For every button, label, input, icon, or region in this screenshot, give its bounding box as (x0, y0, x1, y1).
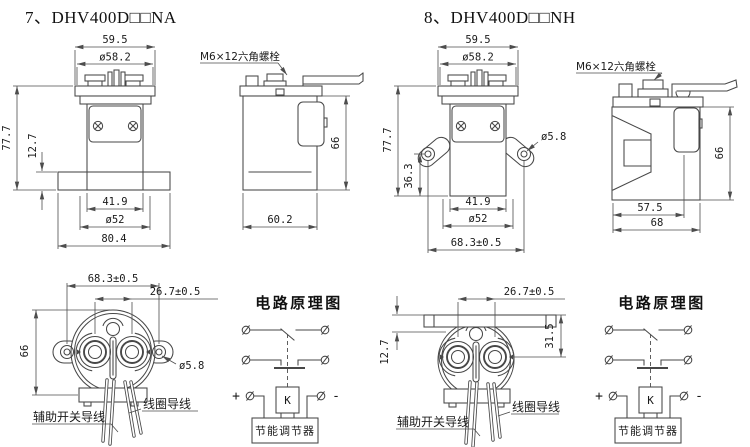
na-front-view: 59.5 ø58.2 77.7 12.7 41.9 ø52 80.4 (1, 34, 171, 249)
na-coil-wire-label: 线圈导线 (143, 397, 191, 411)
nh-terminal-mark-right (509, 354, 513, 360)
na-front-left-bolt (84, 74, 106, 82)
nh-plus-sign: + (595, 389, 603, 404)
na-dim-side-height: 66 (330, 137, 342, 150)
na-regulator-box (251, 417, 319, 444)
na-dim-hole-dia: ø5.8 (179, 360, 204, 372)
na-dim-terminal-pitch: 26.7±0.5 (150, 286, 201, 298)
nh-front-right-bolt (485, 74, 507, 82)
na-dim-side-width: 60.2 (267, 214, 292, 226)
na-front-flange (57, 171, 171, 191)
nh-side-aux-block (673, 107, 700, 153)
na-front-body (86, 103, 144, 191)
nh-front-screw-left (455, 120, 467, 132)
nh-front-left-bolt (447, 74, 469, 82)
na-bottom-view: 68.3±0.5 26.7±0.5 66 ø5.8 辅助开关导线 线圈导线 (19, 273, 218, 446)
nh-dim-top-dia: ø58.2 (462, 52, 494, 64)
na-minus-sign: - (332, 389, 340, 404)
na-terminal-mark-right (146, 349, 150, 355)
na-coil-box (275, 386, 300, 414)
section-title-na: 7、DHV400D□□NA (25, 8, 177, 27)
nh-dim-ear-span: 68.3±0.5 (451, 237, 502, 249)
nh-dim-top-width: 59.5 (465, 34, 490, 46)
na-dim-flange-width: 80.4 (101, 233, 126, 245)
nh-dim-body-dia: ø52 (469, 213, 488, 225)
nh-bottom-view: 26.7±0.5 31.5 12.7 辅助开关导线 线圈导线 (379, 286, 566, 447)
nh-aux-contact (612, 359, 685, 366)
nh-dim-terminal-pitch: 26.7±0.5 (504, 286, 555, 298)
na-dim-top-width: 59.5 (102, 34, 127, 46)
na-bolt-callout: M6×12六角螺栓 (200, 50, 280, 63)
nh-front-view: 59.5 ø58.2 77.7 36.3 41.9 ø52 68.3±0.5 ø… (382, 34, 566, 253)
na-aux-wire-label: 辅助开关导线 (33, 410, 105, 424)
nh-dim-side-height: 66 (714, 147, 726, 160)
nh-dim-side-width: 68 (651, 217, 664, 229)
nh-side-bracket (612, 115, 652, 191)
nh-coil-box (638, 386, 663, 414)
na-circuit-title: 电路原理图 (255, 294, 343, 312)
nh-circuit-title: 电路原理图 (618, 294, 706, 312)
nh-bolt-callout: M6×12六角螺栓 (576, 60, 656, 73)
section-title-nh: 8、DHV400D□□NH (424, 8, 576, 27)
na-circuit-diagram: 电路原理图 K 节能调节器 + - (232, 294, 343, 444)
nh-dim-bracket-height: 31.5 (544, 323, 556, 348)
nh-side-post (618, 83, 633, 98)
na-dim-bottom-height: 66 (19, 345, 31, 358)
nh-terminal-mark-left (440, 354, 444, 360)
nh-regulator-label: 节能调节器 (618, 424, 678, 438)
na-regulator-label: 节能调节器 (255, 424, 315, 438)
nh-dim-step-height: 12.7 (379, 339, 391, 364)
nh-regulator-box (614, 417, 682, 444)
nh-dim-hole-dia: ø5.8 (541, 131, 566, 143)
nh-minus-sign: - (695, 389, 703, 404)
na-side-aux-block (297, 101, 325, 147)
na-front-right-bolt (122, 74, 144, 82)
na-plus-sign: + (232, 389, 240, 404)
nh-side-hex-bolt (637, 79, 669, 98)
na-front-screw-right (127, 120, 139, 132)
nh-dim-ear-height: 36.3 (403, 163, 415, 188)
nh-circuit-terminals (604, 325, 693, 401)
na-bottom-vent (105, 321, 121, 337)
nh-dim-inner-width: 41.9 (465, 196, 490, 208)
na-dim-flange-height: 12.7 (27, 133, 39, 158)
nh-side-busbar (671, 79, 738, 98)
nh-coil-label: K (647, 394, 654, 407)
na-aux-contact (249, 359, 322, 366)
nh-lead-wires (464, 380, 502, 447)
nh-side-view: 66 57.5 68 M6×12六角螺栓 (576, 60, 738, 233)
na-circuit-terminals (241, 325, 330, 401)
nh-front-top-plate (437, 85, 519, 97)
na-dim-top-dia: ø58.2 (99, 52, 131, 64)
na-side-post (245, 75, 259, 87)
na-coil-label: K (284, 394, 291, 407)
nh-dim-height: 77.7 (382, 127, 394, 152)
na-side-view: 66 60.2 M6×12六角螺栓 (200, 50, 364, 230)
na-dim-inner-width: 41.9 (102, 196, 127, 208)
nh-circuit-diagram: 电路原理图 K 节能调节器 + - (595, 294, 706, 444)
nh-dim-side-inner: 57.5 (637, 202, 662, 214)
na-dim-height: 77.7 (1, 125, 13, 150)
na-dim-body-dia: ø52 (106, 214, 125, 226)
nh-coil-wire-label: 线圈导线 (512, 400, 560, 414)
nh-front-pins (470, 69, 489, 87)
na-dim-ear-span: 68.3±0.5 (88, 273, 139, 285)
nh-bottom-bracket-bar (423, 314, 557, 328)
nh-front-screw-right (489, 120, 501, 132)
na-front-top-plate (74, 85, 156, 97)
nh-front-body (449, 103, 507, 197)
nh-aux-wire-label: 辅助开关导线 (397, 415, 469, 429)
na-front-screw-left (92, 120, 104, 132)
nh-bottom-vent (468, 326, 484, 342)
na-side-hex-bolt (263, 73, 287, 87)
na-front-pins (107, 69, 126, 87)
na-lead-wires (101, 378, 143, 446)
na-terminal-mark-left (77, 349, 81, 355)
